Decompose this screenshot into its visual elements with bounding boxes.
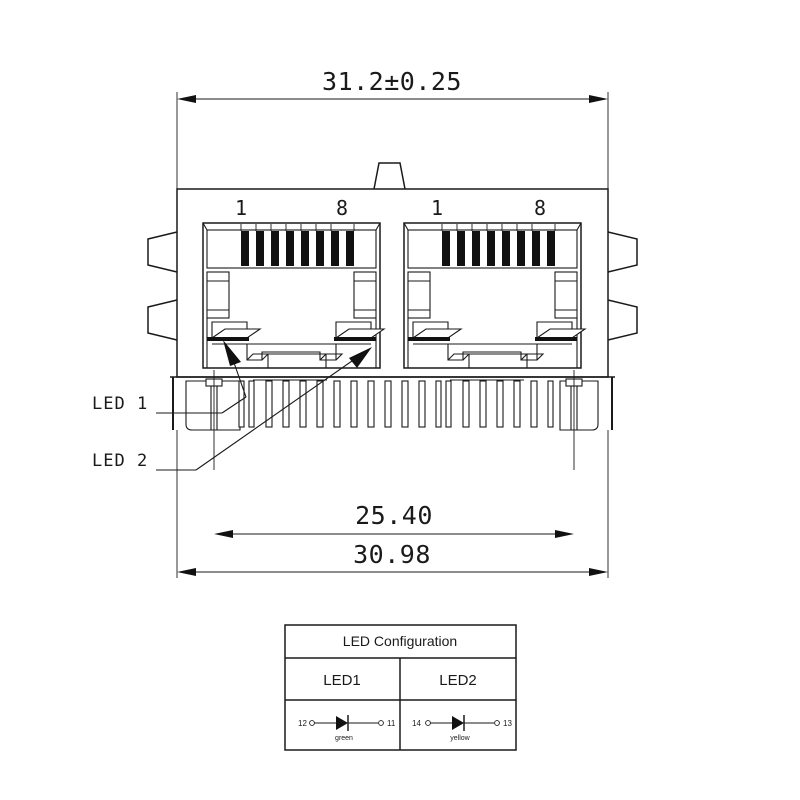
dimension-mounting-span: 25.40 [214, 501, 574, 538]
port-2-contacts [441, 224, 556, 266]
dimension-overall-width-text: 31.2±0.25 [322, 67, 462, 96]
dimension-body-width: 30.98 [176, 430, 609, 578]
mounting-post-left [205, 370, 223, 470]
dimension-body-width-text: 30.98 [353, 540, 431, 569]
leader-led-1-label: LED 1 [92, 394, 148, 414]
led-configuration-table: LED Configuration LED1 LED2 12 11 green … [284, 624, 517, 751]
shield-tab-left-upper [147, 231, 178, 273]
pin-tails [238, 380, 554, 428]
shield-tab-right-upper [607, 231, 638, 273]
connector-body: 1 8 1 8 [147, 162, 638, 470]
rj45-port-1 [202, 222, 386, 369]
led-table-header-2: LED2 [439, 672, 477, 689]
port-1-pin-first-label: 1 [235, 196, 247, 220]
leader-led-2-label: LED 2 [92, 451, 148, 471]
leader-led-1: LED 1 [92, 340, 247, 414]
shield-tab-left-lower [147, 299, 178, 341]
led1-anode-pin-label: 12 [298, 719, 307, 728]
port-1-contacts [240, 224, 355, 266]
led2-diode-schematic: 14 13 yellow [412, 715, 512, 742]
shield-tab-right-lower [607, 299, 638, 341]
port-2-left-window [407, 271, 431, 319]
led-table-header-1: LED1 [323, 672, 361, 689]
rj45-port-2 [403, 222, 587, 369]
leader-led-2: LED 2 [92, 347, 372, 471]
led-table-title: LED Configuration [343, 633, 457, 649]
port-1-right-window [353, 271, 377, 319]
through-hole-pin-array [170, 370, 615, 470]
port-2-pin-last-label: 8 [534, 196, 546, 220]
led2-anode-pin-label: 14 [412, 719, 421, 728]
dimension-mounting-span-text: 25.40 [355, 501, 433, 530]
led1-cathode-pin-label: 11 [387, 719, 396, 728]
port-2-pin-first-label: 1 [431, 196, 443, 220]
dimension-overall-width: 31.2±0.25 [176, 67, 609, 196]
mounting-post-right [565, 370, 583, 470]
port-1-left-window [206, 271, 230, 319]
led1-diode-schematic: 12 11 green [298, 715, 396, 742]
led2-cathode-pin-label: 13 [503, 719, 512, 728]
port-1-pin-last-label: 8 [336, 196, 348, 220]
port-2-right-window [554, 271, 578, 319]
led2-color-label: yellow [450, 735, 470, 742]
led1-color-label: green [335, 735, 353, 742]
top-center-tab [373, 162, 406, 190]
